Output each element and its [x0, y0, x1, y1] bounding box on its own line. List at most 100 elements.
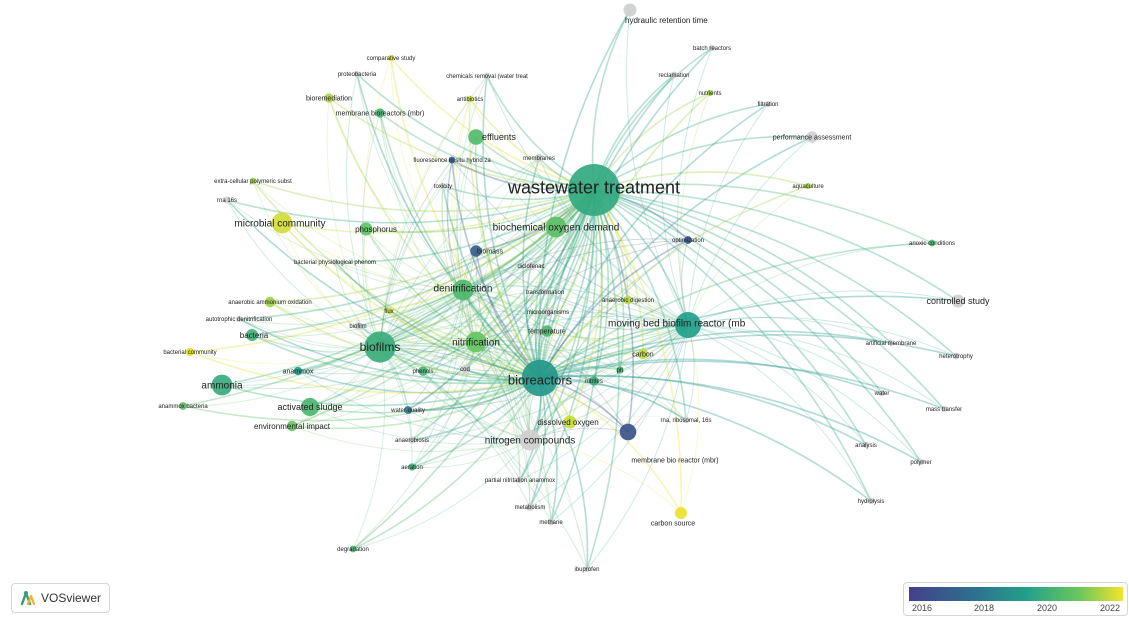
node-label-microbial-community[interactable]: microbial community: [234, 219, 325, 230]
node-label-ph[interactable]: ph: [617, 368, 624, 374]
network-nodes[interactable]: [179, 3, 965, 573]
node-label-aeration[interactable]: aeration: [401, 465, 423, 471]
node-membranes[interactable]: [534, 153, 544, 163]
node-label-diclofenac[interactable]: diclofenac: [517, 264, 544, 270]
node-nutrients[interactable]: [706, 89, 714, 97]
node-membrane-bioreactors-mbr[interactable]: [375, 108, 385, 118]
node-label-phenols[interactable]: phenols: [412, 369, 433, 375]
node-label-analysis[interactable]: analysis: [855, 443, 877, 449]
node-label-batch-reactors[interactable]: batch reactors: [693, 46, 731, 52]
node-label-denitrification[interactable]: denitrification: [434, 284, 493, 295]
node-label-aquaculture[interactable]: aquaculture: [792, 184, 824, 190]
node-label-artificial-membrane[interactable]: artificial membrane: [866, 341, 917, 347]
node-label-membrane-bio-reactor-mbr[interactable]: membrane bio reactor (mbr): [631, 457, 718, 464]
node-hydraulic-retention-time[interactable]: [623, 3, 637, 17]
node-bacterial-physiological-phenom[interactable]: [331, 258, 339, 266]
node-anoxic-conditions[interactable]: [928, 239, 936, 247]
node-label-phosphorus[interactable]: phosphorus: [355, 225, 397, 234]
node-label-membranes[interactable]: membranes: [523, 156, 555, 162]
node-water-quality[interactable]: [404, 406, 412, 414]
node-flux[interactable]: [385, 307, 393, 315]
node-label-anammox[interactable]: anammox: [283, 368, 314, 375]
node-label-water[interactable]: water: [874, 391, 890, 397]
node-label-heterotrophy[interactable]: heterotrophy: [939, 354, 973, 360]
node-label-moving-bed-biofilm-reactor-mb[interactable]: moving bed biofilm reactor (mb: [608, 319, 746, 330]
node-label-autotrophic-denitrification[interactable]: autotrophic denitrification: [206, 317, 273, 323]
node-anaerobic-ammonium-oxidation[interactable]: [264, 296, 276, 308]
node-label-performance-assessment[interactable]: performance assessment: [773, 134, 852, 141]
node-biochemical-oxygen-demand[interactable]: [545, 216, 567, 238]
vosviewer-logo[interactable]: VOSviewer: [11, 583, 110, 613]
node-anaerobic-digestion[interactable]: [623, 295, 633, 305]
node-label-anammox-bacteria[interactable]: anammox bacteria: [158, 404, 208, 410]
node-polymer[interactable]: [917, 458, 925, 466]
node-label-environmental-impact[interactable]: environmental impact: [254, 422, 331, 431]
node-label-polymer[interactable]: polymer: [910, 460, 931, 466]
node-label-bioreactors[interactable]: bioreactors: [508, 373, 573, 388]
node-bioreactors[interactable]: [521, 359, 559, 397]
node-label-rna-16s[interactable]: rna 16s: [217, 198, 237, 204]
node-effluents[interactable]: [468, 129, 484, 145]
node-label-anaerobic-ammonium-oxidation[interactable]: anaerobic ammonium oxidation: [228, 300, 311, 306]
node-membrane-bio-reactor-mbr[interactable]: [619, 423, 637, 441]
node-label-membrane-bioreactors-mbr[interactable]: membrane bioreactors (mbr): [336, 110, 425, 117]
node-controlled-study[interactable]: [951, 294, 965, 308]
node-aeration[interactable]: [408, 463, 416, 471]
node-label-nitrites[interactable]: nitrites: [585, 379, 603, 385]
node-label-proteobacteria[interactable]: proteobacteria: [338, 72, 377, 78]
node-anammox[interactable]: [293, 366, 303, 376]
node-label-toxicity[interactable]: toxicity: [434, 184, 452, 190]
node-activated-sludge[interactable]: [300, 397, 320, 417]
node-biomass[interactable]: [470, 245, 482, 257]
node-label-bacterial-community[interactable]: bacterial community: [163, 350, 216, 356]
node-label-rna-ribosomal-16s[interactable]: rna, ribosomal, 16s: [660, 418, 711, 424]
node-fluorescence-in-situ-hybrid-za[interactable]: [448, 156, 456, 164]
node-label-hydrolysis[interactable]: hydrolysis: [858, 499, 885, 505]
node-label-biofilm[interactable]: biofilm: [349, 324, 366, 330]
node-optimization[interactable]: [684, 236, 692, 244]
node-water[interactable]: [878, 389, 886, 397]
node-label-metabolism[interactable]: metabolism: [515, 505, 546, 511]
node-label-water-quality[interactable]: water quality: [390, 408, 425, 414]
node-analysis[interactable]: [862, 441, 870, 449]
node-transformation[interactable]: [541, 288, 549, 296]
node-biofilms[interactable]: [364, 331, 396, 363]
node-degradation[interactable]: [349, 545, 357, 553]
node-phosphorus[interactable]: [359, 222, 373, 236]
node-ibuprofen[interactable]: [583, 565, 591, 573]
node-nitrogen-compounds[interactable]: [519, 429, 541, 451]
node-microbial-community[interactable]: [271, 212, 293, 234]
node-label-biomass[interactable]: biomass: [477, 248, 504, 255]
node-anaerobiosis[interactable]: [408, 436, 416, 444]
node-metabolism[interactable]: [526, 503, 534, 511]
node-denitrification[interactable]: [452, 279, 474, 301]
node-label-antibiotics[interactable]: antibiotics: [457, 97, 484, 103]
node-antibiotics[interactable]: [466, 95, 474, 103]
node-label-controlled-study[interactable]: controlled study: [926, 296, 990, 306]
node-label-dissolved-oxygen[interactable]: dissolved oxygen: [537, 418, 598, 427]
node-label-bacterial-physiological-phenom[interactable]: bacterial physiological phenom: [294, 260, 376, 266]
node-batch-reactors[interactable]: [708, 44, 716, 52]
node-label-activated-sludge[interactable]: activated sludge: [277, 402, 342, 412]
node-label-comparative-study[interactable]: comparative study: [367, 56, 416, 62]
node-proteobacteria[interactable]: [354, 71, 360, 77]
node-label-optimization[interactable]: optimization: [672, 238, 704, 244]
node-hydrolysis[interactable]: [867, 497, 875, 505]
node-label-nitrification[interactable]: nitrification: [452, 338, 500, 349]
node-carbon[interactable]: [637, 348, 649, 360]
node-label-methane[interactable]: methane: [539, 520, 563, 526]
node-label-temperature[interactable]: temperature: [528, 328, 566, 335]
node-rna-16s[interactable]: [223, 196, 231, 204]
node-temperature[interactable]: [541, 325, 553, 337]
node-label-ibuprofen[interactable]: ibuprofen: [574, 567, 599, 573]
node-label-anaerobic-digestion[interactable]: anaerobic digestion: [602, 298, 654, 304]
node-microorganisms[interactable]: [543, 307, 553, 317]
node-nitrification[interactable]: [465, 331, 487, 353]
node-aquaculture[interactable]: [804, 182, 812, 190]
node-ph[interactable]: [616, 366, 624, 374]
node-label-partial-nitritation-anammox[interactable]: partial nitritation anammox: [485, 478, 555, 484]
node-diclofenac[interactable]: [526, 261, 536, 271]
node-label-microorganisms[interactable]: microorganisms: [527, 310, 569, 316]
node-label-anaerobiosis[interactable]: anaerobiosis: [395, 438, 429, 444]
